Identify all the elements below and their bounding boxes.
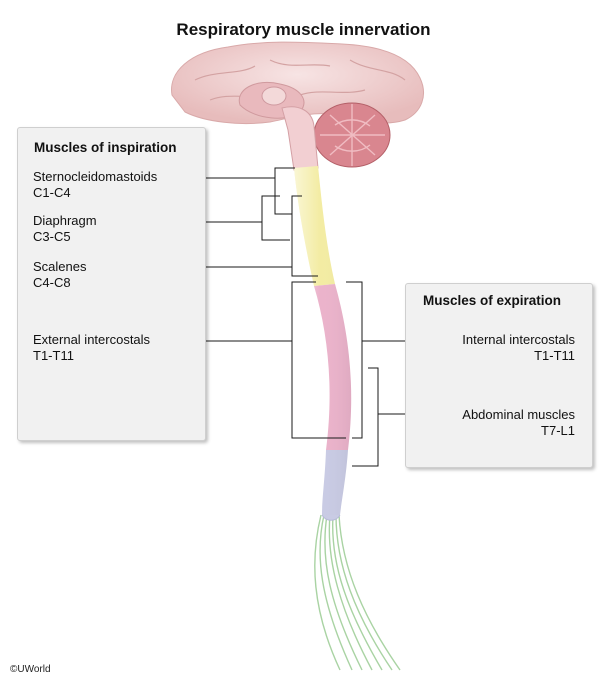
muscle-name: Abdominal muscles <box>462 407 575 422</box>
spinal-segments: C4-C8 <box>33 275 71 290</box>
inspiration-heading: Muscles of inspiration <box>34 140 177 155</box>
expiration-item-internal-intercostals: Internal intercostals T1-T11 <box>420 332 575 364</box>
muscle-name: Sternocleidomastoids <box>33 169 158 184</box>
spinal-segments: T7-L1 <box>541 423 575 438</box>
expiration-panel: Muscles of expiration <box>405 283 593 468</box>
spinal-segments: C1-C4 <box>33 185 71 200</box>
muscle-name: Scalenes <box>33 259 87 274</box>
spinal-segments: T1-T11 <box>33 348 74 363</box>
expiration-heading: Muscles of expiration <box>423 293 562 308</box>
expiration-item-abdominal-muscles: Abdominal muscles T7-L1 <box>420 407 575 439</box>
spinal-segments: T1-T11 <box>534 348 575 363</box>
inspiration-item-diaphragm: Diaphragm C3-C5 <box>33 213 97 245</box>
muscle-name: Diaphragm <box>33 213 97 228</box>
inspiration-panel: Muscles of inspiration <box>17 127 206 441</box>
muscle-name: Internal intercostals <box>462 332 575 347</box>
inspiration-item-external-intercostals: External intercostals T1-T11 <box>33 332 150 364</box>
brain-illustration <box>171 41 424 171</box>
inspiration-item-sternocleidomastoids: Sternocleidomastoids C1-C4 <box>33 169 157 201</box>
inspiration-item-scalenes: Scalenes C4-C8 <box>33 259 86 291</box>
spinal-cord-illustration <box>294 166 401 671</box>
spinal-segments: C3-C5 <box>33 229 71 244</box>
muscle-name: External intercostals <box>33 332 151 347</box>
copyright-notice: ©UWorld <box>10 664 51 675</box>
figure-title: Respiratory muscle innervation <box>176 20 431 39</box>
